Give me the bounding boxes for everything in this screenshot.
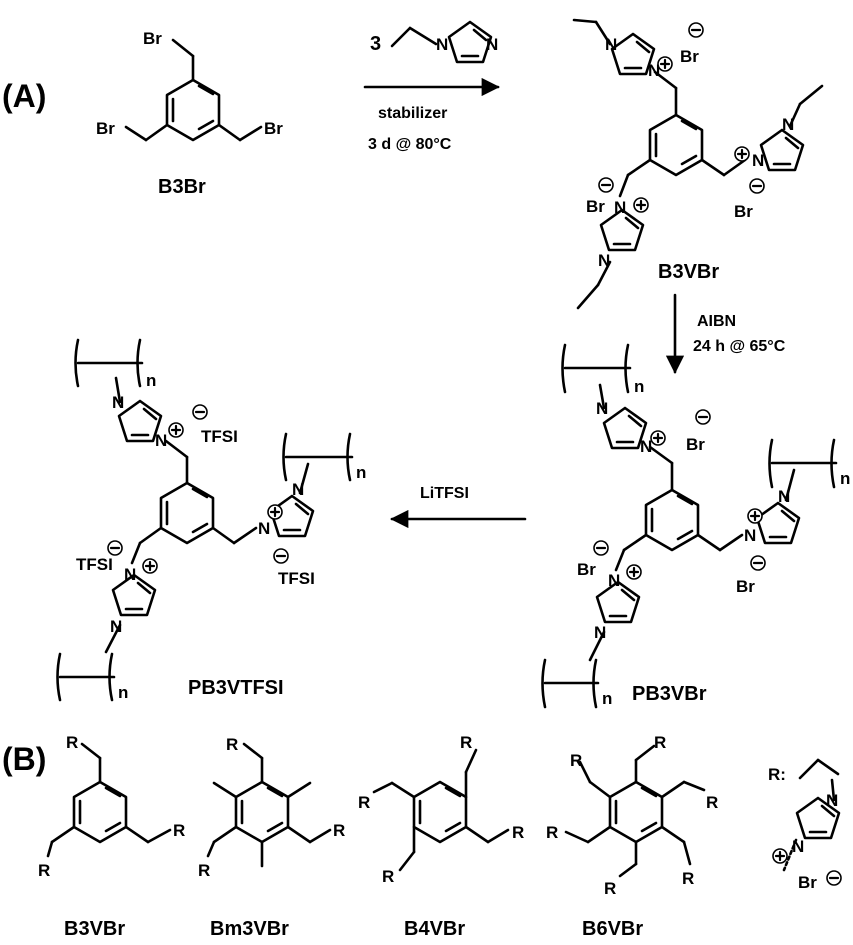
r-group-label: R [66, 733, 78, 752]
nitrogen-label: N [598, 251, 610, 270]
r-group-label: R [333, 821, 345, 840]
compound-label-b3vbr-core: B3VBr [64, 918, 125, 940]
reagent-vinylimidazole: 3 N N [370, 20, 498, 64]
r-group-label: R [546, 823, 558, 842]
compound-label-b4vbr: B4VBr [404, 918, 465, 940]
polymer-index: n [356, 463, 366, 482]
nitrogen-label: N [258, 519, 270, 538]
pb3vbr-structure: N N n Br N N n Br N N n Br [541, 343, 850, 709]
bromide-label: Br [686, 435, 705, 454]
b6vbr-core-structure: R R R R R R [546, 733, 718, 898]
r-definition-label: R: [768, 765, 786, 784]
nitrogen-label: N [605, 35, 617, 54]
b4vbr-core-structure: R R R R [358, 733, 524, 886]
bm3vbr-core-structure: R R R [198, 735, 345, 880]
compound-label-bm3vbr: Bm3VBr [210, 918, 289, 940]
r-group-label: R [38, 861, 50, 880]
nitrogen-label: N [155, 431, 167, 450]
reagent-label-litfsi: LiTFSI [420, 485, 469, 502]
bromide-label: Br [798, 873, 817, 892]
bromide-label: Br [734, 202, 753, 221]
compound-label-b3br: B3Br [158, 176, 206, 198]
conditions-label-step1: 3 d @ 80°C [368, 136, 452, 153]
nitrogen-label: N [782, 115, 794, 134]
tfsi-label: TFSI [278, 569, 315, 588]
reagent-label-stabilizer: stabilizer [378, 105, 447, 122]
nitrogen-label: N [486, 35, 498, 54]
nitrogen-label: N [124, 565, 136, 584]
bromine-label: Br [96, 119, 115, 138]
b3br-structure: Br Br Br [96, 29, 283, 142]
r-group-label: R [173, 821, 185, 840]
compound-label-b6vbr: B6VBr [582, 918, 643, 940]
r-group-label: R [382, 867, 394, 886]
nitrogen-label: N [640, 437, 652, 456]
compound-label-pb3vtfsi: PB3VTFSI [188, 677, 284, 699]
bromide-label: Br [577, 560, 596, 579]
compound-label-b3vbr: B3VBr [658, 261, 719, 283]
bromide-label: Br [680, 47, 699, 66]
bromide-label: Br [586, 197, 605, 216]
r-group-label: R [460, 733, 472, 752]
equivalents-label: 3 [370, 33, 381, 55]
tfsi-label: TFSI [201, 427, 238, 446]
nitrogen-label: N [792, 837, 804, 856]
r-group-label: R [358, 793, 370, 812]
nitrogen-label: N [110, 617, 122, 636]
r-group-label: R [198, 861, 210, 880]
nitrogen-label: N [436, 35, 448, 54]
nitrogen-label: N [752, 151, 764, 170]
r-group-label: R [706, 793, 718, 812]
r-group-label: R [512, 823, 524, 842]
conditions-label-step2: 24 h @ 65°C [693, 338, 786, 355]
nitrogen-label: N [292, 480, 304, 499]
r-group-label: R [570, 751, 582, 770]
compound-label-pb3vbr: PB3VBr [632, 683, 707, 705]
polymer-index: n [634, 377, 644, 396]
polymer-index: n [840, 469, 850, 488]
bromine-label: Br [264, 119, 283, 138]
r-group-label: R [682, 869, 694, 888]
nitrogen-label: N [614, 198, 626, 217]
bromine-label: Br [143, 29, 162, 48]
polymer-index: n [118, 683, 128, 702]
pb3vtfsi-structure: N N n TFSI N N n TFSI N N n TFSI [56, 338, 366, 702]
b3vbr-structure: N N Br N N Br N N Br [572, 18, 824, 310]
polymer-index: n [602, 689, 612, 708]
nitrogen-label: N [594, 623, 606, 642]
bromide-label: Br [736, 577, 755, 596]
b3vbr-core-structure: R R R [38, 733, 185, 880]
r-group-definition: R: N N Br [768, 758, 843, 892]
panel-label-b: (B) [2, 741, 46, 777]
nitrogen-label: N [648, 61, 660, 80]
reagent-label-aibn: AIBN [697, 313, 736, 330]
nitrogen-label: N [744, 526, 756, 545]
r-group-label: R [604, 879, 616, 898]
nitrogen-label: N [778, 487, 790, 506]
nitrogen-label: N [596, 399, 608, 418]
nitrogen-label: N [112, 393, 124, 412]
nitrogen-label: N [826, 791, 838, 810]
tfsi-label: TFSI [76, 555, 113, 574]
nitrogen-label: N [608, 571, 620, 590]
r-group-label: R [226, 735, 238, 754]
polymer-index: n [146, 371, 156, 390]
r-group-label: R [654, 733, 666, 752]
panel-label-a: (A) [2, 78, 46, 114]
